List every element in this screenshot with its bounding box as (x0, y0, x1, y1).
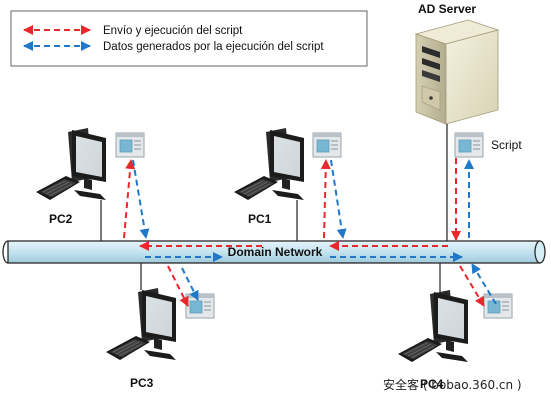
server-label: AD Server (418, 2, 476, 16)
desktop-computer-icon (233, 127, 305, 201)
legend-item-blue: Datos generados por la ejecución del scr… (103, 41, 324, 53)
script-icon (312, 132, 342, 158)
pc1-node: PC1 (233, 127, 305, 226)
watermark: 安全客 ( bobao.360.cn ) (383, 377, 522, 392)
red-arrow (167, 265, 189, 307)
red-arrow (123, 159, 136, 239)
pc3-label: PC3 (130, 376, 154, 390)
legend: Envío y ejecución del script Datos gener… (10, 10, 368, 67)
script-label: Script (491, 138, 522, 152)
red-arrow (459, 265, 485, 307)
blue-arrow (181, 267, 199, 301)
desktop-computer-icon (397, 289, 469, 363)
red-arrow (320, 159, 331, 239)
desktop-computer-icon (105, 287, 177, 361)
flow-arrows (123, 158, 497, 307)
legend-item-red: Envío y ejecución del script (103, 25, 243, 37)
pc2-node: PC2 (35, 127, 107, 226)
pc1-label: PC1 (248, 212, 272, 226)
pc2-label: PC2 (49, 212, 73, 226)
pc3-node: PC3 (105, 287, 177, 390)
blue-arrow (330, 159, 347, 239)
script-icon (454, 132, 484, 158)
script-icon (483, 293, 513, 319)
blue-arrow (471, 263, 497, 305)
legend-box (10, 10, 368, 67)
tower-server-icon (414, 19, 500, 125)
desktop-computer-icon (35, 127, 107, 201)
script-icon (115, 132, 145, 158)
blue-arrow (132, 159, 150, 239)
network-label: Domain Network (228, 245, 323, 259)
pc4-node: PC4 (397, 289, 469, 391)
script-icon (185, 293, 215, 319)
pc4-label: PC4 (420, 377, 444, 391)
